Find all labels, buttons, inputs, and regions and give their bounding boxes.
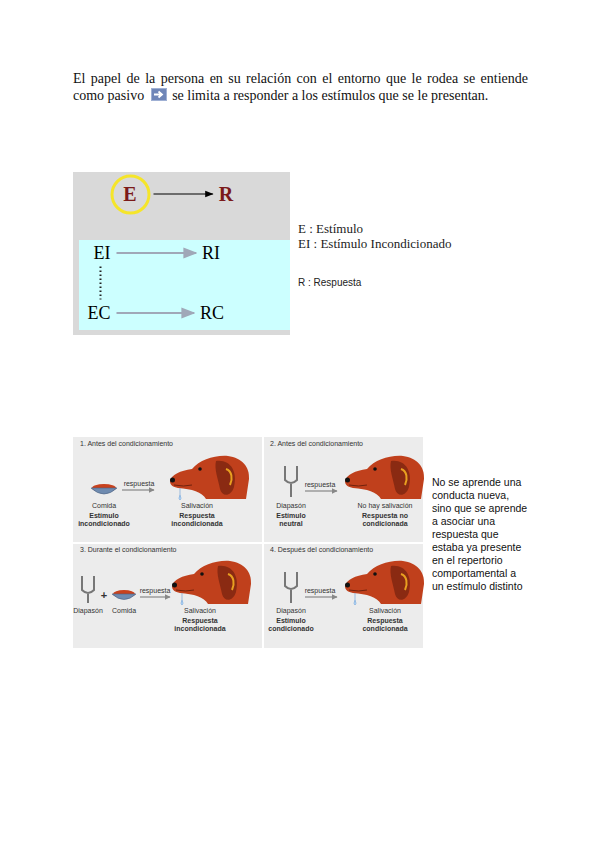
term-text: RI: [202, 243, 220, 264]
legend-text: R : Respuesta: [298, 277, 361, 288]
response-arrow: [305, 490, 337, 491]
figure-label: No hay salivación: [358, 502, 413, 510]
plus-sign: +: [101, 589, 107, 601]
dog-head: [170, 456, 249, 500]
term-text: EC: [87, 303, 110, 324]
term-text: EI: [94, 243, 111, 264]
intro-text: se limita a responder a los estímulos qu…: [172, 88, 488, 103]
panel-title: 4. Después del condicionamiento: [270, 546, 373, 554]
panel-title: 3. Durante el condicionamiento: [80, 546, 177, 554]
figure-label: Diapasón: [276, 502, 306, 510]
dog-head: [172, 561, 251, 605]
response-arrow: [140, 596, 170, 597]
panel-title: 1. Antes del condicionamiento: [80, 440, 173, 448]
term-text: RC: [200, 303, 224, 324]
schema-term: R: [216, 182, 236, 207]
stimulus-caption: Respuesta incondicionada: [173, 617, 228, 633]
tuning-fork: [285, 466, 297, 497]
stimulus-caption: Estímulo neutral: [269, 512, 314, 528]
panel-title: 2. Antes del condicionamiento: [270, 440, 363, 448]
tuning-fork: [285, 572, 297, 603]
intro-paragraph: El papel de la persona en su relación co…: [73, 70, 528, 104]
schema-term: EI: [91, 242, 114, 265]
stimulus-caption: Respuesta no condicionada: [355, 512, 415, 528]
stimulus-caption: Estímulo incondicionado: [77, 512, 132, 528]
stimulus-caption: Estímulo condicionado: [266, 617, 316, 633]
legend-text: E : Estímulo: [298, 221, 363, 236]
response-arrow: [305, 596, 337, 597]
stimulus-caption: Respuesta condicionada: [358, 617, 413, 633]
term-text: R: [219, 183, 233, 206]
conditioning-band: [79, 240, 290, 330]
side-note: No se aprende una conducta nueva, sino q…: [432, 476, 528, 593]
figure-label: respuesta: [124, 480, 155, 488]
figure-label: respuesta: [305, 587, 336, 595]
stimulus-caption: Respuesta incondicionada: [170, 512, 225, 528]
schema-term: EC: [84, 302, 113, 325]
food-bowl: [91, 484, 117, 494]
dog-head: [345, 561, 424, 605]
figure-label: Diapasón: [276, 607, 306, 615]
figure-label: Salivación: [184, 607, 216, 615]
legend-text: EI : Estímulo Incondicionado: [298, 236, 451, 251]
arrow-icon: [151, 88, 167, 101]
stimulus-response-arrow: [117, 312, 194, 314]
schema-term: RI: [199, 242, 223, 265]
food-bowl: [112, 590, 136, 600]
tuning-fork: [82, 576, 94, 603]
stimulus-circle: E: [110, 174, 151, 215]
response-arrow: [122, 489, 154, 490]
stimulus-response-arrow: [117, 252, 197, 254]
figure-label: respuesta: [305, 481, 336, 489]
dog-head: [345, 456, 424, 499]
figure-label: Comida: [112, 607, 136, 615]
schema-panel: [73, 172, 290, 335]
schema-term: RC: [197, 302, 227, 325]
figure-label: Diapasón: [73, 607, 103, 615]
figure-label: Comida: [92, 502, 116, 510]
figure-label: respuesta: [140, 587, 171, 595]
figure-label: Salivación: [369, 607, 401, 615]
association-line: [99, 267, 101, 300]
panel-divider: [73, 542, 423, 544]
term-text: E: [123, 183, 136, 206]
stimulus-response-arrow: [154, 193, 213, 194]
figure-label: Salivación: [181, 502, 213, 510]
